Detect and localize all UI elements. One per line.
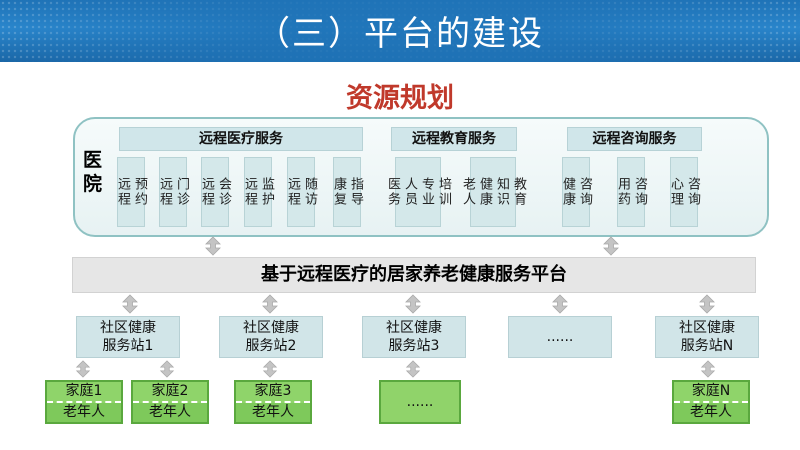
- service-text: 门诊: [174, 177, 189, 207]
- double-arrow-icon: [404, 359, 422, 379]
- header-fade: [0, 0, 800, 62]
- service-text: 老人: [460, 177, 475, 207]
- hospital-label: 医院: [83, 149, 103, 195]
- category-remote-consult: 远程咨询服务: [567, 127, 702, 151]
- service-text: 健康: [560, 177, 575, 207]
- family-3: 家庭3 老年人: [234, 380, 312, 424]
- service-text: 远程: [242, 177, 257, 207]
- service-text: 人员: [402, 177, 417, 207]
- station-label: 服务站2: [245, 338, 297, 354]
- category-remote-education: 远程教育服务: [391, 127, 517, 151]
- service-consultation: 远程会诊: [199, 157, 231, 227]
- service-psych-consult: 心理咨询: [668, 157, 700, 227]
- slide-header: （三）平台的建设: [0, 0, 800, 62]
- double-arrow-icon: [403, 294, 423, 314]
- community-station-n: 社区健康服务站N: [655, 316, 759, 358]
- family-member: 老年人: [149, 404, 191, 420]
- station-label: 社区健康: [243, 320, 299, 336]
- service-text: 咨询: [577, 177, 592, 207]
- service-medication-consult: 用药咨询: [615, 157, 647, 227]
- family-n: 家庭N 老年人: [672, 380, 750, 424]
- family-1: 家庭1 老年人: [45, 380, 123, 424]
- service-elder-education: 老人健康知识教育: [460, 157, 526, 227]
- service-health-consult: 健康咨询: [560, 157, 592, 227]
- station-label: 社区健康: [386, 320, 442, 336]
- double-arrow-icon: [550, 294, 570, 314]
- service-text: 康复: [331, 177, 346, 207]
- service-text: 指导: [348, 177, 363, 207]
- service-text: 专业: [419, 177, 434, 207]
- station-label: 社区健康: [100, 320, 156, 336]
- service-text: 远程: [199, 177, 214, 207]
- service-text: 健康: [477, 177, 492, 207]
- family-name: 家庭1: [47, 382, 121, 403]
- service-monitoring: 远程监护: [242, 157, 274, 227]
- station-label: 服务站3: [388, 338, 440, 354]
- family-name: 家庭N: [674, 382, 748, 403]
- double-arrow-icon: [601, 236, 621, 256]
- service-appointment: 远程预约: [115, 157, 147, 227]
- service-outpatient: 远程门诊: [157, 157, 189, 227]
- station-label: 服务站N: [680, 338, 734, 354]
- service-text: 远程: [157, 177, 172, 207]
- section-subtitle: 资源规划: [346, 83, 454, 114]
- service-text: 培训: [436, 177, 451, 207]
- service-text: 远程: [115, 177, 130, 207]
- community-station-1: 社区健康服务站1: [76, 316, 180, 358]
- service-text: 知识: [494, 177, 509, 207]
- platform-bar: 基于远程医疗的居家养老健康服务平台: [72, 257, 756, 293]
- service-text: 会诊: [216, 177, 231, 207]
- family-member: 老年人: [252, 404, 294, 420]
- service-text: 随访: [302, 177, 317, 207]
- service-text: 预约: [132, 177, 147, 207]
- category-remote-medical: 远程医疗服务: [119, 127, 363, 151]
- family-2: 家庭2 老年人: [131, 380, 209, 424]
- family-name: 家庭2: [133, 382, 207, 403]
- station-label: 服务站1: [102, 338, 154, 354]
- service-text: 咨询: [632, 177, 647, 207]
- service-text: 用药: [615, 177, 630, 207]
- community-station-more: ......: [508, 316, 612, 358]
- community-station-3: 社区健康服务站3: [362, 316, 466, 358]
- service-text: 远程: [285, 177, 300, 207]
- family-name: 家庭3: [236, 382, 310, 403]
- double-arrow-icon: [260, 294, 280, 314]
- family-member: 老年人: [63, 404, 105, 420]
- service-staff-training: 医务人员专业培训: [385, 157, 451, 227]
- family-name: ......: [406, 394, 434, 410]
- family-member: 老年人: [690, 404, 732, 420]
- double-arrow-icon: [697, 294, 717, 314]
- double-arrow-icon: [120, 294, 140, 314]
- service-text: 监护: [259, 177, 274, 207]
- service-text: 医务: [385, 177, 400, 207]
- double-arrow-icon: [74, 359, 92, 379]
- station-label: 社区健康: [679, 320, 735, 336]
- double-arrow-icon: [261, 359, 279, 379]
- double-arrow-icon: [203, 236, 223, 256]
- service-followup: 远程随访: [285, 157, 317, 227]
- service-text: 心理: [668, 177, 683, 207]
- slide-title: （三）平台的建设: [256, 14, 544, 54]
- service-text: 教育: [511, 177, 526, 207]
- community-station-2: 社区健康服务站2: [219, 316, 323, 358]
- double-arrow-icon: [158, 359, 176, 379]
- service-rehab: 康复指导: [331, 157, 363, 227]
- station-label: ......: [546, 329, 574, 345]
- service-text: 咨询: [685, 177, 700, 207]
- family-more: ......: [379, 380, 461, 424]
- double-arrow-icon: [699, 359, 717, 379]
